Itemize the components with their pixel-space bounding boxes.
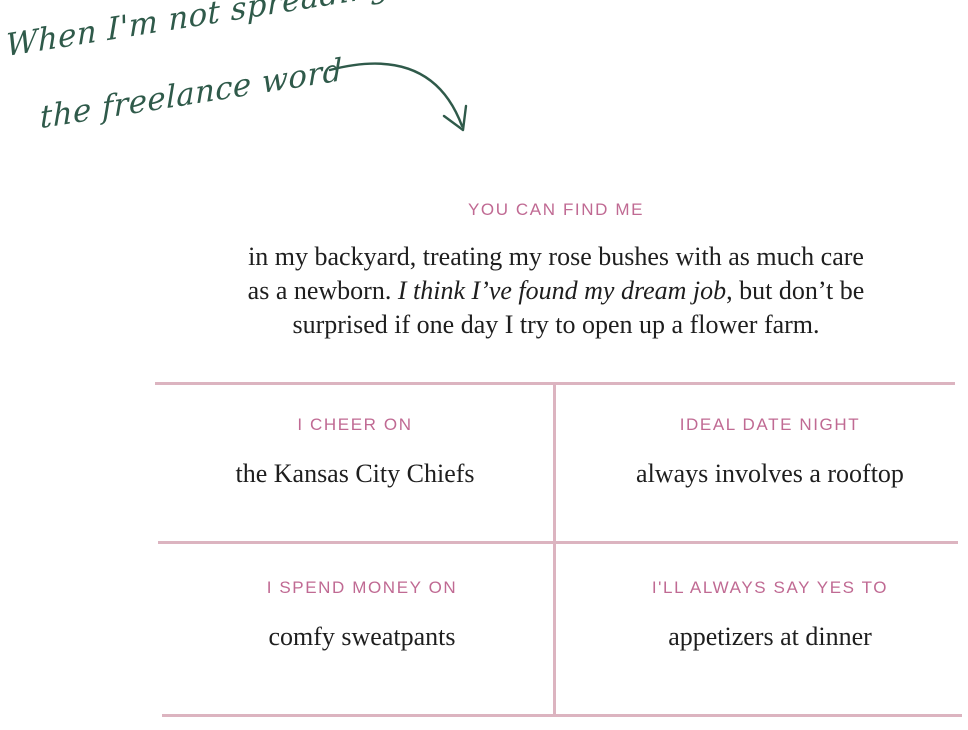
curved-arrow-icon [328,62,468,132]
intro-line-2-end: , but don’t be [726,276,865,305]
fact-label: I'LL ALWAYS SAY YES TO [651,578,889,597]
divider-middle [158,541,958,544]
handwritten-note: When I'm not spreading the freelance wor… [0,0,391,190]
fact-label: IDEAL DATE NIGHT [679,415,861,434]
fact-value: comfy sweatpants [268,622,456,651]
divider-vertical [553,384,556,716]
fact-date-night: IDEAL DATE NIGHT always involves a rooft… [570,415,968,491]
intro-line-1: in my backyard, treating my rose bushes … [248,242,864,271]
fact-cheer-on: I CHEER ON the Kansas City Chiefs [155,415,555,491]
divider-bottom [162,714,962,717]
intro-section: YOU CAN FIND ME in my backyard, treating… [152,200,960,342]
fact-label: I CHEER ON [297,415,413,434]
intro-text: in my backyard, treating my rose bushes … [152,240,960,342]
fact-spend-money: I SPEND MONEY ON comfy sweatpants [162,578,562,654]
handwritten-note-line-2: the freelance word [39,51,343,137]
fact-value: always involves a rooftop [636,459,904,488]
intro-line-2-start: as a newborn. [247,276,398,305]
fact-say-yes: I'LL ALWAYS SAY YES TO appetizers at din… [570,578,968,654]
divider-top [155,382,955,385]
intro-line-2: as a newborn. I think I’ve found my drea… [152,274,960,308]
fact-value: appetizers at dinner [668,622,872,651]
intro-line-2-italic: I think I’ve found my dream job [397,276,727,305]
intro-line-3: surprised if one day I try to open up a … [292,310,820,339]
fact-label: I SPEND MONEY ON [266,578,458,597]
intro-label: YOU CAN FIND ME [467,200,645,219]
fact-value: the Kansas City Chiefs [235,459,475,488]
